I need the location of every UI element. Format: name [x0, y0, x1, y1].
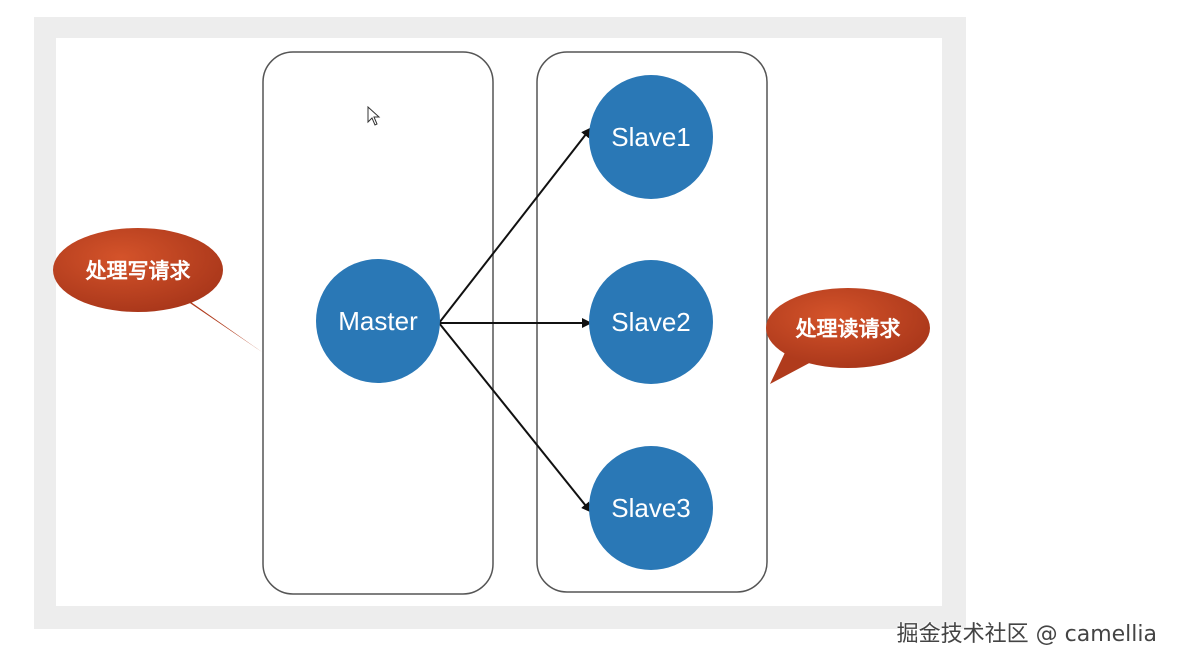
slave2-label: Slave2	[611, 307, 691, 337]
read-callout: 处理读请求	[766, 288, 930, 384]
slave3-node: Slave3	[589, 446, 713, 570]
write-callout-label: 处理写请求	[85, 259, 191, 283]
write-callout: 处理写请求	[53, 228, 262, 352]
master-node: Master	[316, 259, 440, 383]
arrow-master-to-slave1	[438, 127, 592, 324]
slave1-label: Slave1	[611, 122, 691, 152]
master-label: Master	[338, 306, 418, 336]
watermark: 掘金技术社区 @ camellia	[896, 622, 1157, 647]
mouse-cursor-icon	[367, 106, 381, 126]
slave2-node: Slave2	[589, 260, 713, 384]
slave1-node: Slave1	[589, 75, 713, 199]
slave3-label: Slave3	[611, 493, 691, 523]
read-callout-label: 处理读请求	[795, 317, 901, 341]
arrow-master-to-slave3	[438, 322, 592, 513]
